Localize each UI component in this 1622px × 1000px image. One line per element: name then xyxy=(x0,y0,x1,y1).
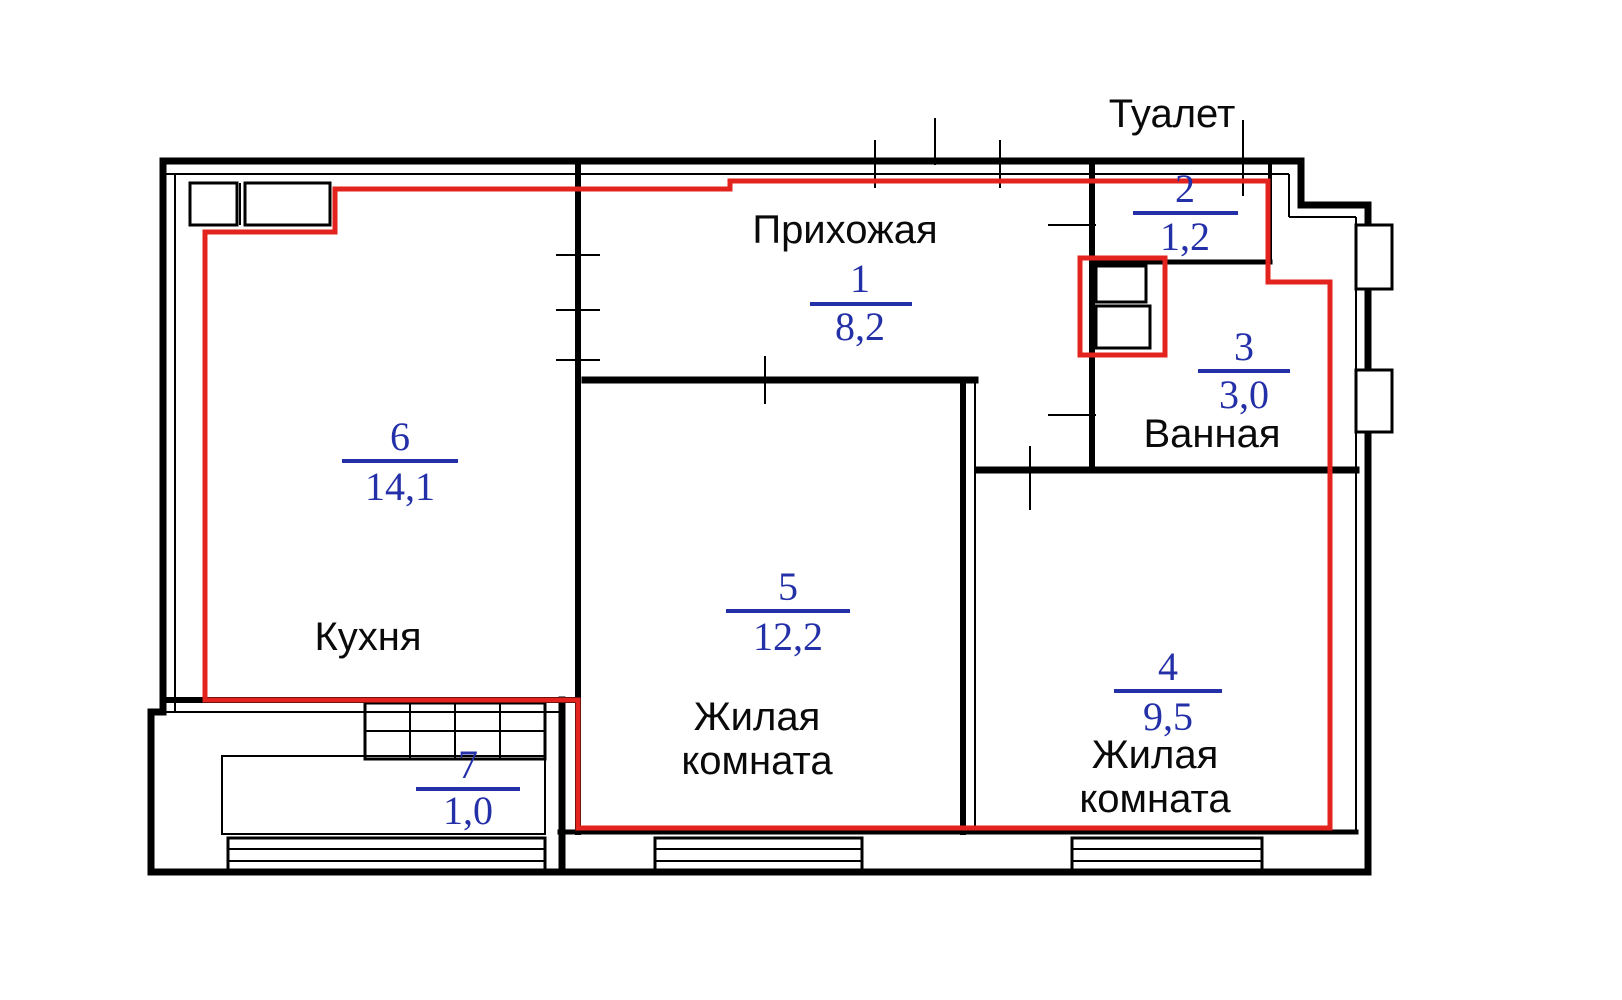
room-5-number: 5 xyxy=(778,564,798,609)
right-pilaster-top xyxy=(1354,223,1394,291)
window-bottom-left xyxy=(226,836,547,874)
right-pilaster-mid xyxy=(1354,368,1394,434)
balcony-inner-outline xyxy=(221,755,546,835)
room-7-number: 7 xyxy=(458,742,478,787)
room-4-number: 4 xyxy=(1158,644,1178,689)
room-7-area: 1,0 xyxy=(443,788,493,833)
room-4-name-line2: комната xyxy=(1079,777,1231,821)
room-5-name-line2: комната xyxy=(681,739,833,783)
fixtures xyxy=(188,181,1152,835)
vent-shaft-box-top xyxy=(1094,264,1148,304)
room-3-number: 3 xyxy=(1234,324,1254,369)
kitchen-vent-box-small xyxy=(188,181,239,227)
room-3-name: Ванная xyxy=(1143,412,1280,456)
room-labels: Прихожая 1 8,2 Туалет 2 1,2 3 3,0 Ванная… xyxy=(314,92,1290,833)
room-5-name-line1: Жилая xyxy=(694,695,821,739)
room-5-area: 12,2 xyxy=(753,614,823,659)
vent-shaft-box-bottom xyxy=(1094,304,1152,350)
outer-walls xyxy=(147,157,1394,876)
window-bottom-right xyxy=(1070,836,1264,874)
room-1-number: 1 xyxy=(850,256,870,301)
room-2-number: 2 xyxy=(1175,166,1195,211)
room-2-area: 1,2 xyxy=(1160,214,1210,259)
bottom-windows xyxy=(226,836,1264,874)
window-bottom-center xyxy=(653,836,864,874)
room-1-name: Прихожая xyxy=(752,208,937,252)
room-6-area: 14,1 xyxy=(365,464,435,509)
outer-wall-path xyxy=(147,157,1372,876)
kitchen-vent-box-large xyxy=(243,181,332,227)
room-4-area: 9,5 xyxy=(1143,694,1193,739)
room-2-name: Туалет xyxy=(1109,92,1236,136)
apartment-outline-red xyxy=(202,178,1333,831)
vent-shaft-red-box xyxy=(1077,255,1168,358)
room-6-name: Кухня xyxy=(314,615,421,659)
room-6-number: 6 xyxy=(390,414,410,459)
room-4-name-line1: Жилая xyxy=(1092,733,1219,777)
room-3-area: 3,0 xyxy=(1219,372,1269,417)
room-1-area: 8,2 xyxy=(835,304,885,349)
apartment-outline xyxy=(202,178,1333,831)
